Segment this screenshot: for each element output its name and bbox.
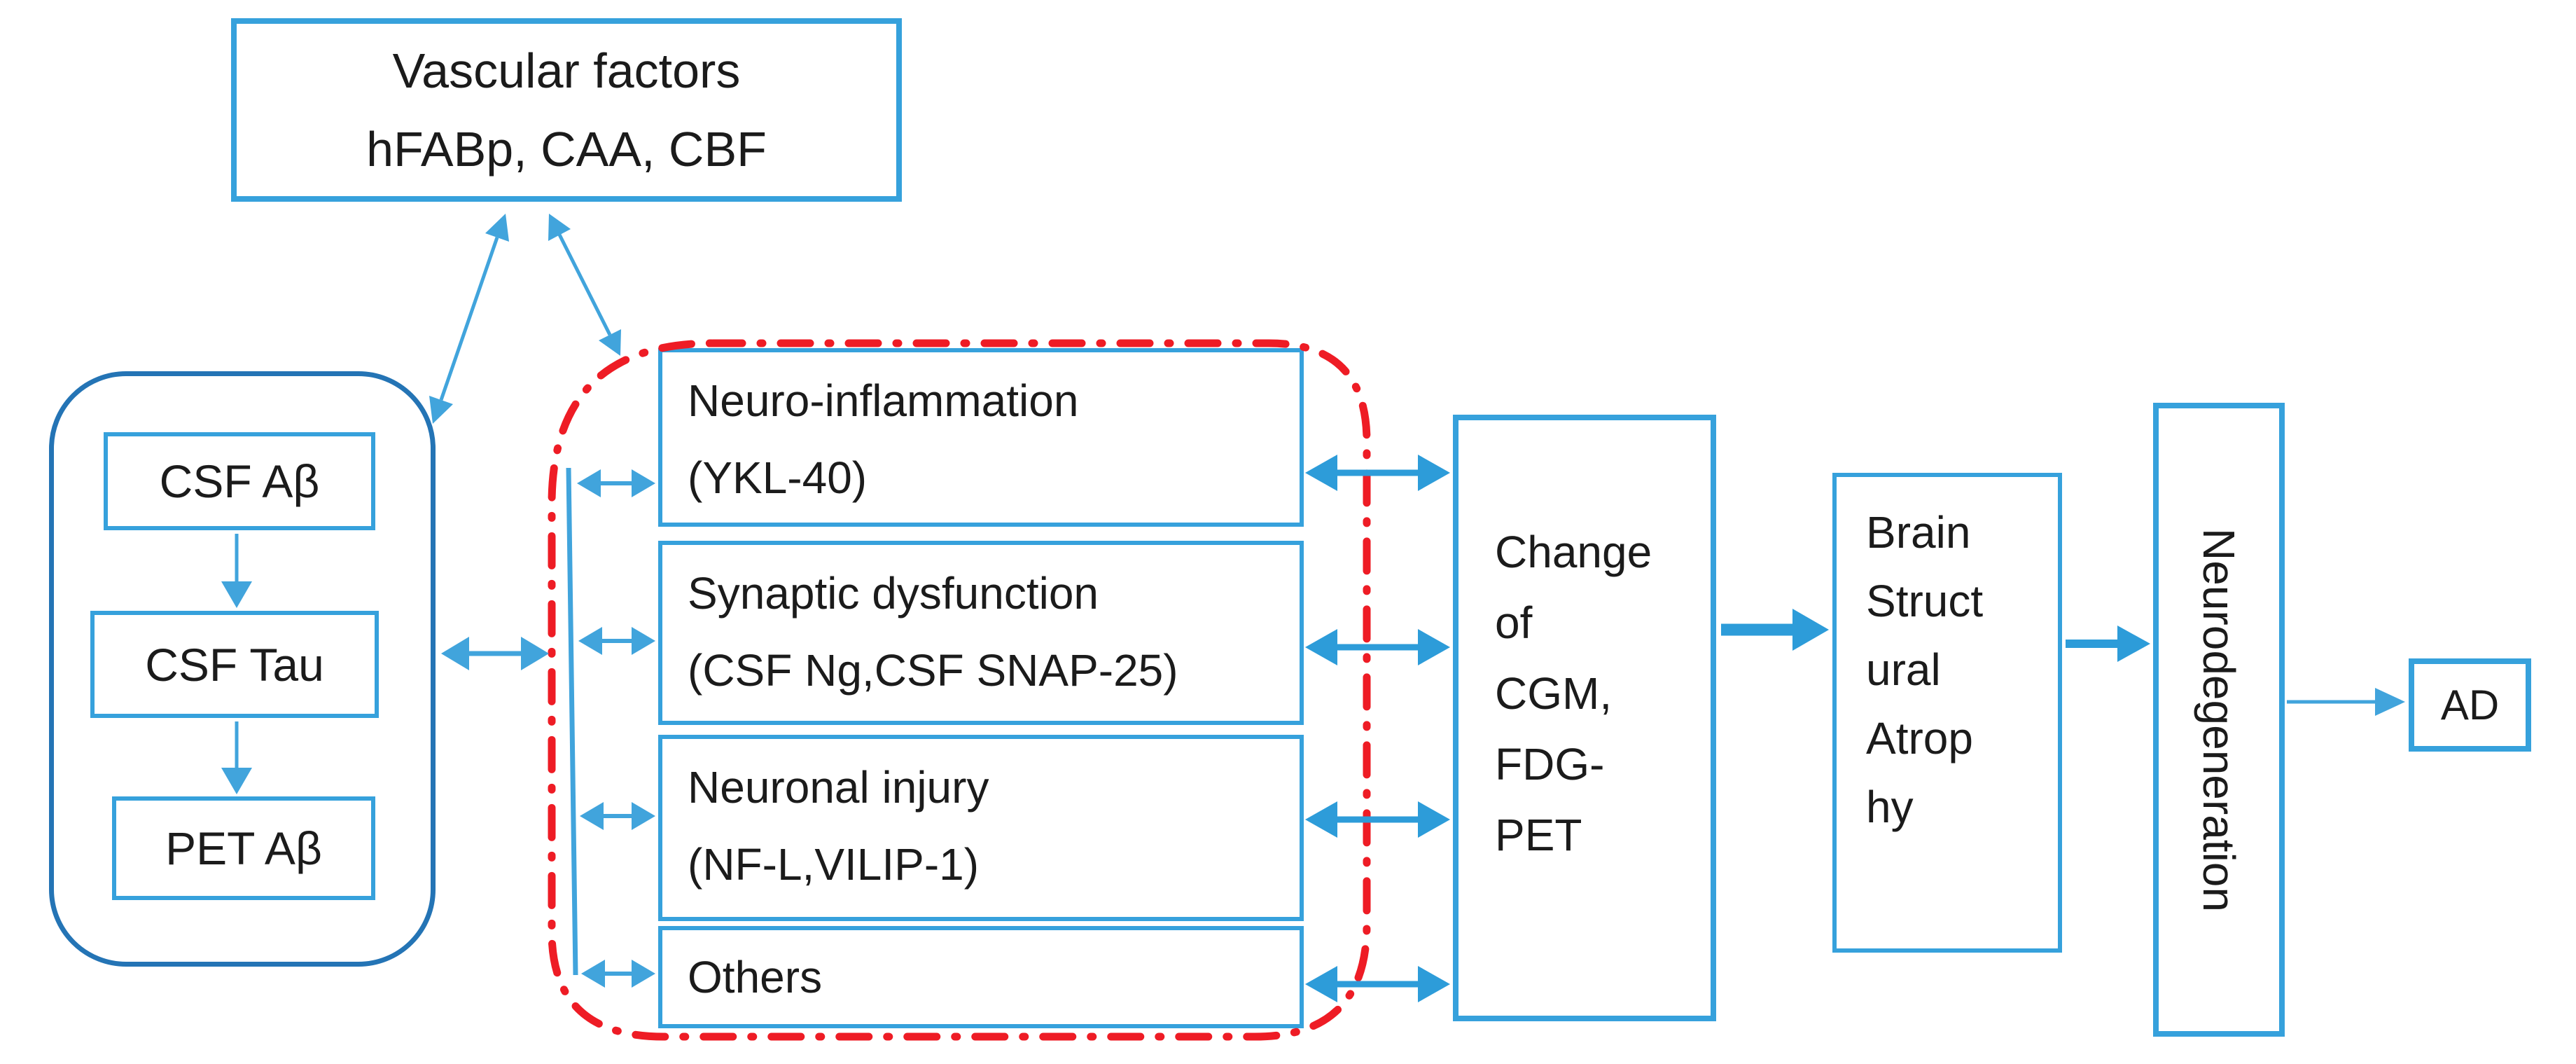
group-spine-line [566, 467, 578, 976]
node-csf-tau: CSF Tau [90, 611, 379, 718]
node-neurodegeneration: Neurodegeneration [2153, 403, 2285, 1037]
node-brain-structural-atrophy: Brain Struct ural Atrop hy [1832, 473, 2062, 953]
arrow-vascular-group-bidirectional [548, 214, 621, 356]
amyloid-tau-group-container [49, 371, 436, 967]
arrow-spine-synaptic [578, 627, 655, 655]
arrow-synaptic-change [1305, 629, 1450, 665]
arrow-spine-neuroinflammation [577, 469, 655, 497]
arrow-neurodegeneration-to-ad [2287, 688, 2405, 716]
node-neuro-inflammation: Neuro-inflammation (YKL-40) [658, 348, 1304, 527]
arrow-spine-neuronal [580, 802, 655, 830]
node-vascular-factors: Vascular factors hFABp, CAA, CBF [231, 18, 902, 202]
node-change-cgm-fdg-pet: Change of CGM, FDG- PET [1453, 415, 1716, 1021]
node-synaptic-dysfunction: Synaptic dysfunction (CSF Ng,CSF SNAP-25… [658, 541, 1304, 725]
arrow-vascular-amyloid-bidirectional [429, 214, 509, 424]
arrow-others-change [1305, 966, 1450, 1002]
arrow-brain-to-neurodegeneration [2066, 626, 2150, 662]
arrow-amyloid-group-bidirectional [441, 637, 549, 670]
node-neuronal-injury: Neuronal injury (NF-L,VILIP-1) [658, 735, 1304, 921]
arrow-neuroinflammation-change [1305, 455, 1450, 491]
node-ad: AD [2409, 658, 2531, 752]
arrow-change-to-brain [1721, 609, 1829, 651]
node-pet-abeta: PET Aβ [112, 796, 375, 900]
node-csf-abeta: CSF Aβ [104, 432, 375, 530]
arrow-neuronal-change [1305, 801, 1450, 838]
node-others: Others [658, 926, 1304, 1028]
arrow-spine-others [581, 960, 655, 988]
